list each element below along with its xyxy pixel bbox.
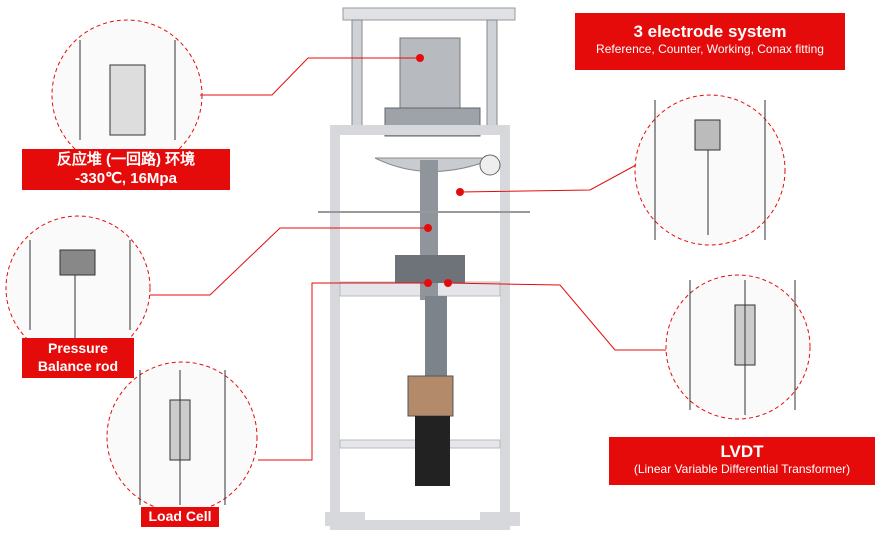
connector-electrode	[459, 164, 637, 193]
electrode-system-label: 3 electrode system Reference, Counter, W…	[575, 13, 845, 70]
lvdt-label: LVDT (Linear Variable Differential Trans…	[609, 437, 875, 485]
load-cell-text: Load Cell	[148, 508, 212, 524]
lvdt-title: LVDT	[720, 442, 764, 461]
detail-circle-electrode	[634, 94, 786, 246]
lvdt-subtitle: (Linear Variable Differential Transforme…	[633, 462, 851, 477]
marker-dot	[416, 54, 424, 62]
pressure-line1: Pressure	[48, 340, 108, 356]
connector-load-cell	[258, 282, 428, 461]
load-cell-label: Load Cell	[141, 507, 219, 527]
marker-dot	[424, 224, 432, 232]
pressure-balance-rod-label: Pressure Balance rod	[22, 338, 134, 378]
marker-dot	[424, 279, 432, 287]
electrode-title: 3 electrode system	[633, 22, 787, 41]
marker-dot	[456, 188, 464, 196]
marker-dot	[444, 279, 452, 287]
connector-reactor	[200, 57, 420, 96]
connector-pressure-rod	[150, 227, 428, 296]
reactor-line2: -330℃, 16Mpa	[75, 169, 177, 187]
reactor-environment-label: 反应堆 (一回路) 环境 -330℃, 16Mpa	[22, 149, 230, 190]
reactor-line1: 反应堆 (一回路) 环境	[56, 151, 196, 168]
connector-lvdt	[447, 282, 666, 351]
reactor-machine	[318, 7, 530, 530]
electrode-subtitle: Reference, Counter, Working, Conax fitti…	[596, 42, 824, 57]
pressure-line2: Balance rod	[37, 357, 119, 374]
